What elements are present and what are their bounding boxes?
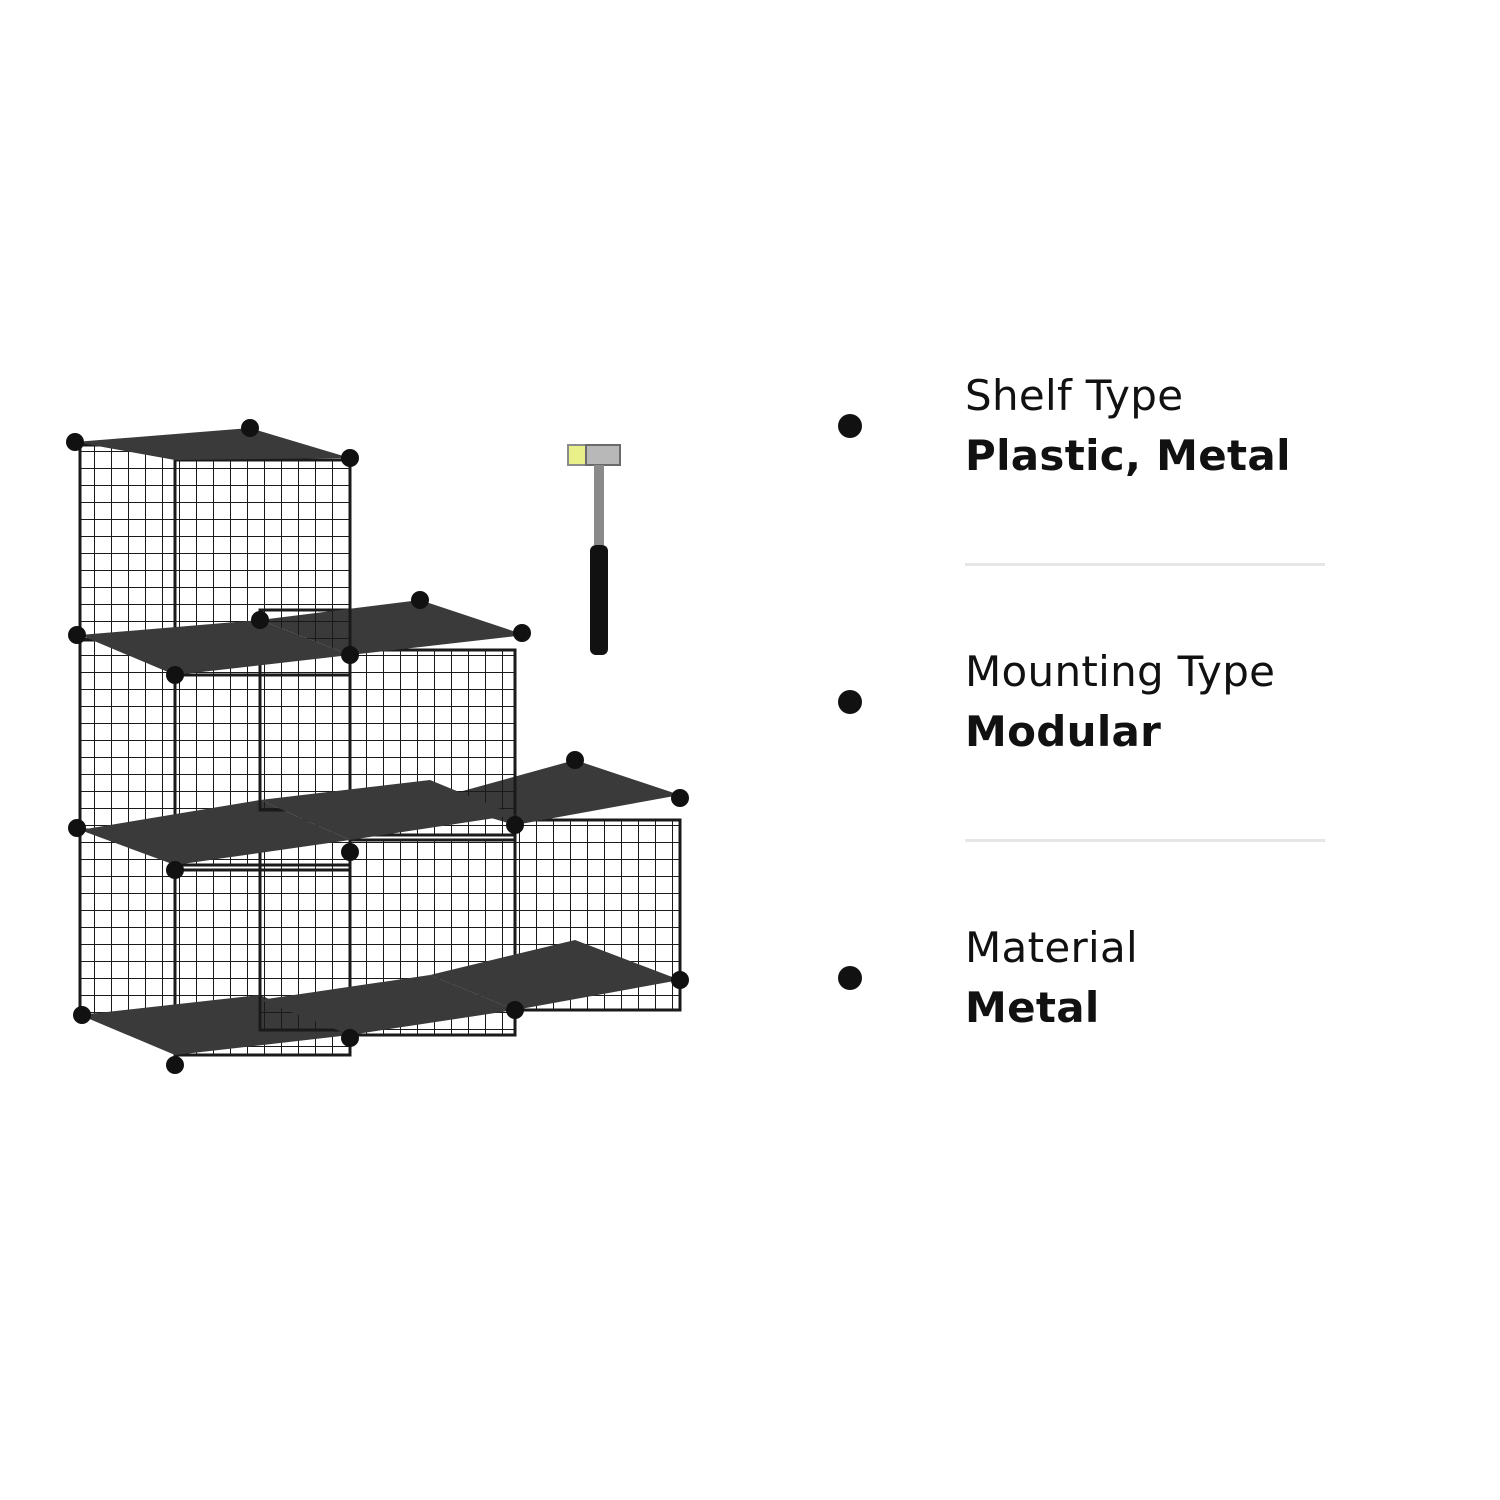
top-row-cube [75, 428, 352, 677]
bullet-dot [838, 414, 862, 438]
bullet-dot [838, 690, 862, 714]
spec-label: Mounting Type [965, 647, 1276, 696]
bullet-dot [838, 966, 862, 990]
spec-row-shelf-type: Shelf Type Plastic, Metal [830, 360, 1330, 636]
cube-storage-organizer-illustration [66, 419, 689, 1074]
product-image [60, 400, 720, 1100]
spec-label: Material [965, 923, 1139, 972]
spec-divider [965, 839, 1325, 842]
rubber-mallet-icon [567, 444, 621, 655]
spec-list: Shelf Type Plastic, Metal Mounting Type … [830, 360, 1330, 1188]
spec-value: Plastic, Metal [965, 431, 1291, 480]
connector-joints [66, 419, 689, 1074]
spec-value: Metal [965, 983, 1100, 1032]
spec-divider [965, 563, 1325, 566]
spec-value: Modular [965, 707, 1162, 756]
spec-label: Shelf Type [965, 371, 1184, 420]
spec-row-mounting-type: Mounting Type Modular [830, 636, 1330, 912]
spec-row-material: Material Metal [830, 912, 1330, 1188]
